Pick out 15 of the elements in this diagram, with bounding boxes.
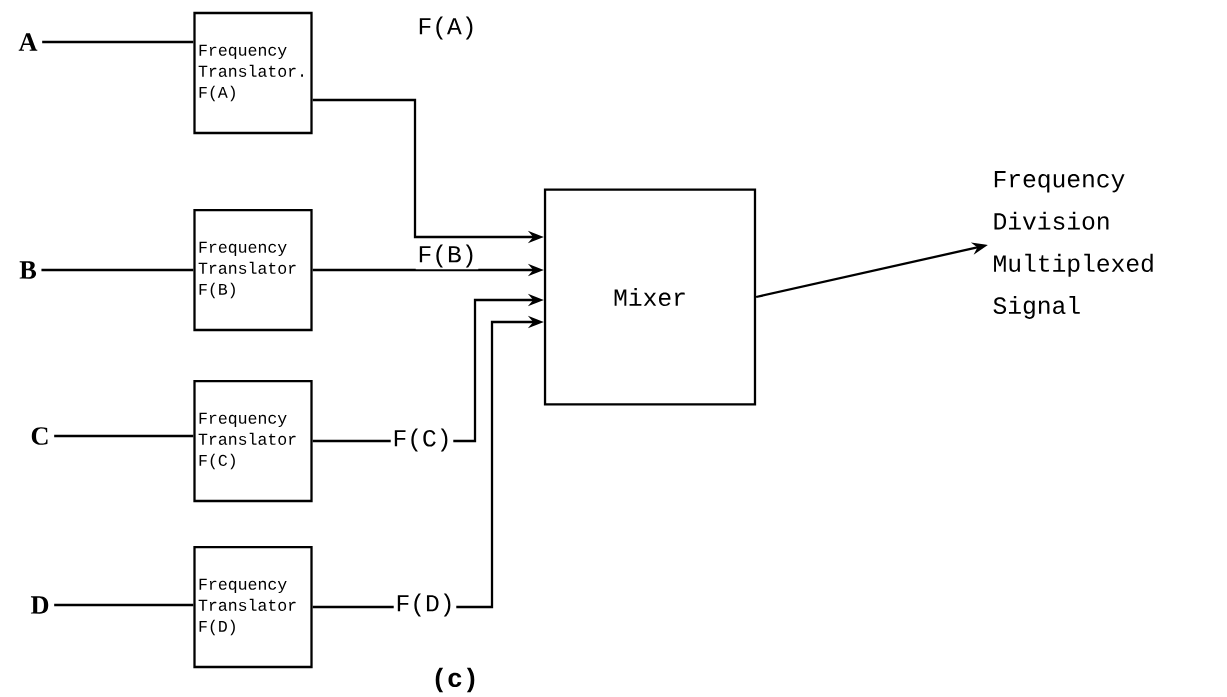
input-letter: D	[30, 596, 49, 614]
edge-label: F(B)	[415, 242, 479, 270]
translator-box: Frequency Translator F(C)	[193, 379, 313, 503]
edge-label: F(C)	[390, 426, 454, 454]
translator-box: Frequency Translator. F(A)	[193, 11, 313, 135]
input-letter: A	[18, 33, 38, 51]
input-letter: B	[19, 261, 37, 279]
input-letter: C	[31, 427, 48, 445]
edge-label: F(A)	[415, 14, 479, 42]
caption: (c)	[435, 667, 475, 693]
output-label: Frequency Division Multiplexed Signal	[993, 171, 1153, 319]
translator-box: Frequency Translator F(D)	[193, 545, 313, 669]
translator-box: Frequency Translator F(B)	[193, 208, 313, 332]
mixer-box: Mixer	[543, 188, 757, 406]
edge-label: F(D)	[393, 591, 457, 619]
